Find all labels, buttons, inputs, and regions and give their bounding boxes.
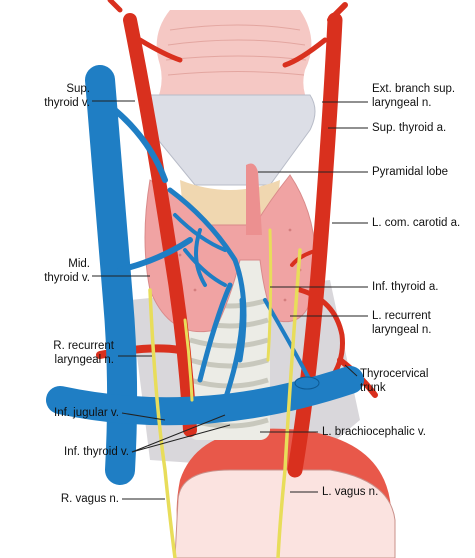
heart-outline (174, 469, 396, 558)
label-thyrocervical-line1: Thyrocervical (360, 368, 429, 380)
leader-lines (92, 100, 368, 500)
label-ext-branch-line1: Ext. branch sup. (372, 83, 456, 95)
label-thyrocervical: Thyrocervical trunk (360, 367, 428, 395)
nerves (148, 228, 302, 558)
pyramidal-lobe-shape (246, 163, 262, 235)
label-sup-thyroid-v-line2: thyroid v. (44, 97, 90, 109)
label-inf-thyroid-a: Inf. thyroid a. (372, 281, 439, 293)
veins (46, 65, 364, 485)
label-r-vagus: R. vagus n. (60, 493, 119, 505)
label-l-brachiocephalic: L. brachiocephalic v. (322, 426, 426, 438)
label-l-vagus: L. vagus n. (322, 486, 379, 498)
label-sup-thyroid-a: Sup. thyroid a. (372, 122, 447, 134)
label-mid-thyroid-v-line1: Mid. (68, 258, 90, 270)
label-thyrocervical-line2: trunk (360, 382, 386, 394)
label-sup-thyroid-v-line1: Sup. (66, 83, 90, 95)
label-mid-thyroid-v: Mid. thyroid v. (30, 257, 90, 285)
label-ext-branch-line2: laryngeal n. (372, 97, 432, 109)
label-inf-thyroid-v: Inf. thyroid v. (64, 446, 129, 458)
brachiocephalic-stump (294, 376, 320, 390)
label-sup-thyroid-v: Sup. thyroid v. (30, 82, 90, 110)
label-r-recurrent-line1: R. recurrent (53, 340, 114, 352)
label-l-com-carotid: L. com. carotid a. (372, 217, 461, 229)
label-l-recurrent-line1: L. recurrent (372, 310, 431, 322)
label-pyramidal-lobe: Pyramidal lobe (372, 166, 449, 178)
label-l-recurrent-line2: laryngeal n. (372, 324, 432, 336)
label-mid-thyroid-v-line2: thyroid v. (44, 272, 90, 284)
label-ext-branch: Ext. branch sup. laryngeal n. (372, 82, 455, 110)
label-l-recurrent: L. recurrent laryngeal n. (372, 309, 431, 337)
label-inf-jugular: Inf. jugular v. (54, 407, 119, 419)
label-r-recurrent: R. recurrent laryngeal n. (0, 339, 114, 367)
label-r-recurrent-line2: laryngeal n. (54, 354, 114, 366)
